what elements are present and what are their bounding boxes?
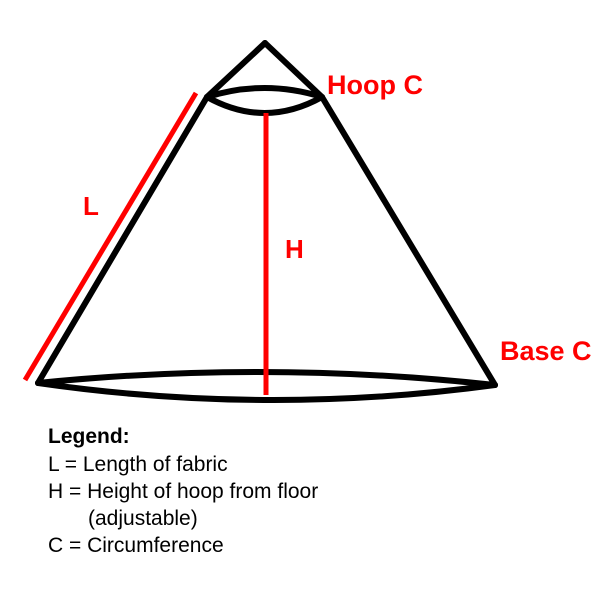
hoop-bottom-arc (204, 94, 325, 116)
base-circumference-label: Base C (500, 336, 592, 366)
height-label: H (285, 234, 304, 264)
cone-left-side (35, 94, 210, 386)
apex-to-hoop-left-edge (204, 40, 268, 100)
base-bottom-arc (35, 380, 498, 403)
legend-heading: Legend: (48, 425, 130, 448)
legend-item-circumference: C = Circumference (48, 534, 224, 557)
legend-item-length: L = Length of fabric (48, 453, 228, 476)
hoop-circumference-label: Hoop C (327, 70, 423, 100)
legend-item-adjustable: (adjustable) (88, 507, 198, 530)
slant-length-label: L (83, 191, 99, 221)
slant-length-line (22, 91, 199, 382)
cone-right-side (319, 94, 498, 388)
legend: Legend: L = Length of fabric H = Height … (48, 425, 318, 557)
apex-to-hoop-right-edge (262, 40, 325, 100)
hoop-top-arc (204, 85, 325, 100)
measurement-lines-group (22, 91, 269, 395)
legend-item-height: H = Height of hoop from floor (48, 480, 318, 503)
